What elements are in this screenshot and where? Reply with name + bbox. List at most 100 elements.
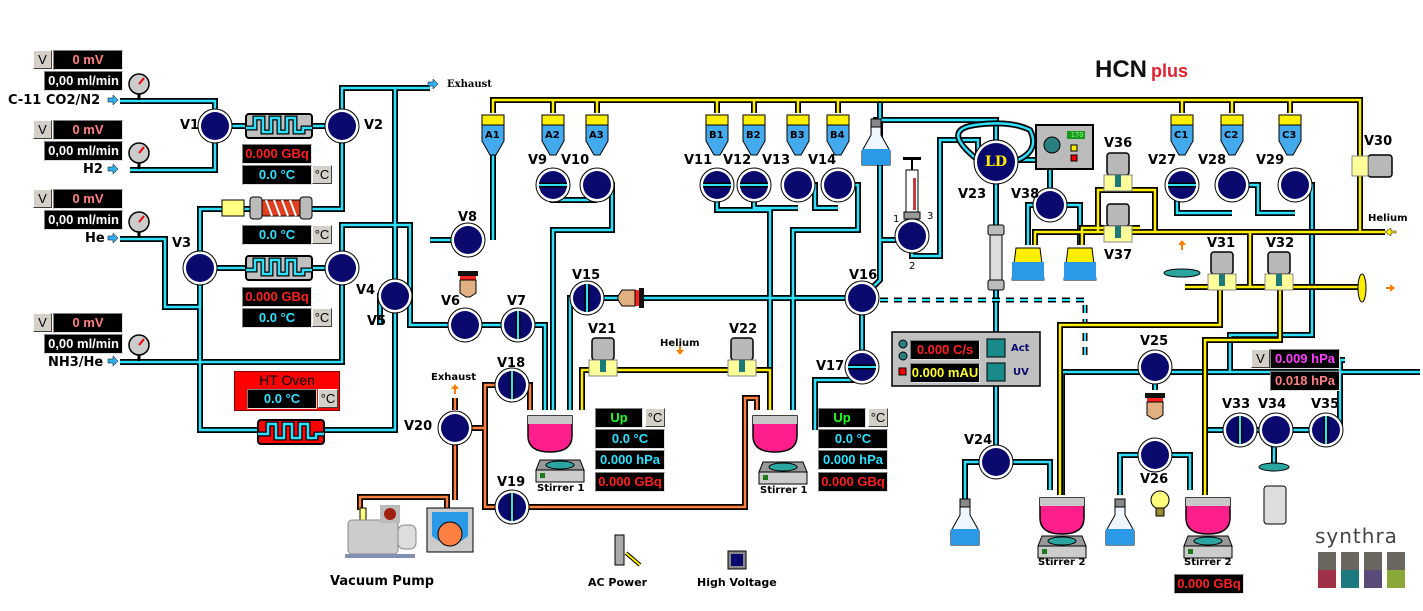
- valve-v24[interactable]: V24: [964, 433, 993, 448]
- product-bottle-icon: [1105, 498, 1135, 546]
- valve-v27[interactable]: V27: [1148, 153, 1177, 168]
- valve-v6[interactable]: V6: [441, 294, 461, 309]
- oven1-activity-display: 0.000 GBq: [242, 144, 312, 164]
- valve-v36[interactable]: V36: [1104, 136, 1133, 151]
- valve-toggle-button[interactable]: V: [33, 120, 52, 139]
- title-sub: plus: [1151, 61, 1189, 81]
- uv-label: UV: [1013, 367, 1029, 378]
- valve-v12[interactable]: V12: [723, 153, 752, 168]
- loop-injector-icon: [955, 120, 1036, 185]
- valve-v11[interactable]: V11: [684, 153, 713, 168]
- solenoid-v22-icon: [727, 337, 757, 377]
- valve-v8[interactable]: V8: [458, 210, 478, 225]
- reagent-label[interactable]: C1: [1174, 130, 1189, 141]
- reagent-label[interactable]: B4: [830, 130, 845, 141]
- valve-v19[interactable]: V19: [497, 475, 526, 490]
- stirrer-label[interactable]: Stirrer 2: [1038, 557, 1086, 568]
- reagent-label[interactable]: B3: [790, 130, 805, 141]
- valve-v31[interactable]: V31: [1207, 236, 1236, 251]
- valve-v34[interactable]: V34: [1258, 397, 1287, 412]
- valve-v32[interactable]: V32: [1266, 236, 1295, 251]
- stirrer-icon: [1183, 535, 1233, 559]
- oven2-unit-button[interactable]: °C: [312, 308, 332, 327]
- oven1-unit-button[interactable]: °C: [312, 165, 332, 184]
- reagent-label[interactable]: B2: [746, 130, 761, 141]
- reagent-label[interactable]: B1: [709, 130, 724, 141]
- valve-v2[interactable]: V2: [364, 118, 384, 133]
- reactor1-unit-button[interactable]: °C: [645, 408, 665, 427]
- syringe-port-1: 1: [893, 214, 900, 225]
- reagent-label[interactable]: A2: [545, 130, 560, 141]
- valve-toggle-button[interactable]: V: [33, 313, 52, 332]
- valve-v9[interactable]: V9: [528, 153, 548, 168]
- reactor2-unit-button[interactable]: °C: [868, 408, 888, 427]
- light-bulb-icon: [1150, 490, 1170, 517]
- valve-v4[interactable]: V4: [356, 283, 376, 298]
- valve-v37[interactable]: V37: [1104, 248, 1133, 263]
- high-voltage-label[interactable]: High Voltage: [697, 576, 777, 589]
- gas-label: He: [85, 231, 105, 246]
- valve-v21[interactable]: V21: [588, 322, 617, 337]
- stirrer-icon: [535, 459, 585, 483]
- heater-unit-button[interactable]: °C: [312, 225, 332, 244]
- reactor2-pressure-display: 0.000 hPa: [818, 450, 888, 470]
- valve-v38[interactable]: V38: [1011, 187, 1040, 202]
- ht-oven-unit-button[interactable]: °C: [318, 389, 338, 408]
- valve-toggle-button[interactable]: V: [33, 189, 52, 208]
- reactor1-status-display: Up: [595, 408, 643, 428]
- reagent-label[interactable]: C2: [1224, 130, 1239, 141]
- pressure-gauge-icon: [127, 333, 151, 363]
- valve-v16[interactable]: V16: [849, 268, 878, 283]
- brand-name: synthra: [1315, 524, 1398, 548]
- valve-v14[interactable]: V14: [808, 153, 837, 168]
- valve-v29[interactable]: V29: [1256, 153, 1285, 168]
- peristaltic-pump-icon: [1035, 124, 1094, 170]
- flow-display: 0,00 ml/min: [44, 141, 123, 161]
- valve-v23[interactable]: V23: [958, 187, 987, 202]
- valve-v17[interactable]: V17: [816, 359, 845, 374]
- valve-v30[interactable]: V30: [1364, 134, 1393, 149]
- ld-label[interactable]: LD: [985, 154, 1007, 170]
- stirrer-label[interactable]: Stirrer 2: [1184, 557, 1232, 568]
- reactor-1-flask-icon: [527, 415, 573, 453]
- valve-v28[interactable]: V28: [1198, 153, 1227, 168]
- solenoid-v36-icon: [1103, 152, 1133, 192]
- voltage-display: 0 mV: [53, 313, 123, 333]
- valve-v20[interactable]: V20: [404, 419, 433, 434]
- voltage-display: 0 mV: [53, 50, 123, 70]
- reagent-label[interactable]: A3: [589, 130, 604, 141]
- stirrer-label[interactable]: Stirrer 1: [760, 485, 808, 496]
- valve-v22[interactable]: V22: [729, 322, 758, 337]
- valve-v33[interactable]: V33: [1222, 397, 1251, 412]
- valve-toggle-button[interactable]: V: [33, 50, 52, 69]
- filter-icon: [1163, 268, 1367, 472]
- vacuum-valve-button[interactable]: V: [1251, 349, 1270, 368]
- valve-v25[interactable]: V25: [1140, 334, 1169, 349]
- valve-v13[interactable]: V13: [762, 153, 791, 168]
- stirrer-label[interactable]: Stirrer 1: [537, 483, 585, 494]
- syringe-icon: [903, 157, 921, 220]
- valve-v26[interactable]: V26: [1140, 472, 1169, 487]
- vacuum-pump-label: Vacuum Pump: [330, 574, 435, 589]
- flow-display: 0,00 ml/min: [44, 210, 123, 230]
- helium-label: Helium: [660, 338, 700, 349]
- valve-v1[interactable]: V1: [180, 118, 200, 133]
- ac-power-label[interactable]: AC Power: [588, 576, 648, 589]
- uv-detector-display: 0.000 mAU: [910, 363, 980, 383]
- valve-v10[interactable]: V10: [561, 153, 590, 168]
- valve-v3[interactable]: V3: [172, 236, 192, 251]
- gas-label: NH3/He: [48, 355, 104, 370]
- reagent-label[interactable]: A1: [485, 130, 500, 141]
- valve-v15[interactable]: V15: [572, 268, 601, 283]
- flow-display: 0,00 ml/min: [44, 334, 123, 354]
- exhaust-label: Exhaust: [447, 79, 492, 90]
- valve-v7[interactable]: V7: [507, 294, 527, 309]
- reactor-2-flask-icon: [752, 415, 798, 453]
- valve-v35[interactable]: V35: [1311, 397, 1340, 412]
- helium-inlet-arrow-icon: [1384, 227, 1397, 237]
- valve-v18[interactable]: V18: [497, 356, 526, 371]
- pump-exhaust-label: Exhaust: [431, 372, 476, 383]
- valve-v5[interactable]: V5: [367, 314, 387, 329]
- reagent-label[interactable]: C3: [1282, 130, 1297, 141]
